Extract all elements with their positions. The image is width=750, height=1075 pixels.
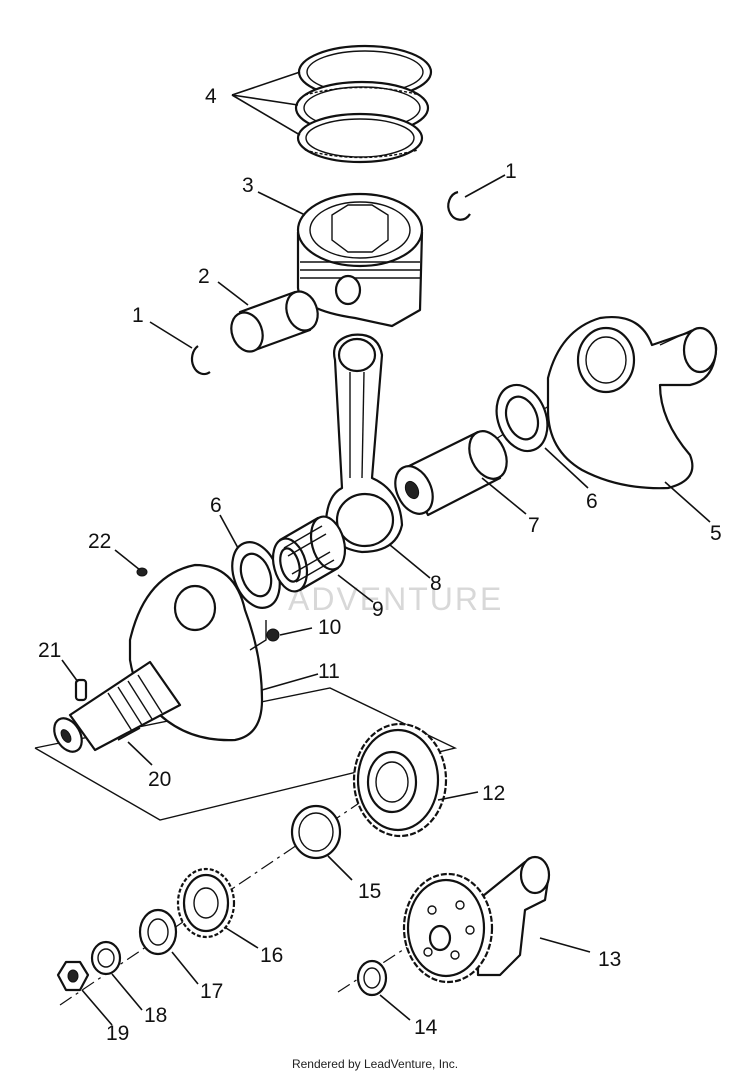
crank-half-left xyxy=(53,563,264,753)
callout-11: 11 xyxy=(318,660,340,683)
camshaft-gear xyxy=(402,855,551,984)
piston xyxy=(296,192,424,328)
check-ball xyxy=(266,628,280,642)
callout-3: 3 xyxy=(242,174,254,197)
callout-18: 18 xyxy=(144,1004,167,1027)
callout-14: 14 xyxy=(414,1016,438,1039)
callout-22: 22 xyxy=(88,530,111,553)
callout-labels: 4 1 3 2 1 5 6 7 6 22 8 9 10 21 11 20 12 … xyxy=(38,85,722,1045)
callout-9: 9 xyxy=(372,598,384,621)
ball-guide xyxy=(249,620,267,651)
watermark-text: ADVENTURE xyxy=(288,581,503,617)
callout-2: 2 xyxy=(198,265,210,288)
callout-15: 15 xyxy=(358,880,381,903)
callout-12: 12 xyxy=(482,782,505,805)
callout-7: 7 xyxy=(528,514,540,537)
needle-bearing xyxy=(271,515,347,593)
callout-10: 10 xyxy=(318,616,341,639)
castle-nut xyxy=(138,908,178,956)
callout-19: 19 xyxy=(106,1022,129,1045)
crank-dowel-pin xyxy=(117,727,141,741)
callout-1-left: 1 xyxy=(132,304,144,327)
callout-1-top: 1 xyxy=(505,160,517,183)
washer-15 xyxy=(290,804,342,860)
callout-20: 20 xyxy=(148,768,171,791)
washer-14 xyxy=(356,959,388,997)
crank-pin xyxy=(394,430,508,517)
callout-13: 13 xyxy=(598,948,621,971)
piston-rings xyxy=(294,44,433,164)
callout-8: 8 xyxy=(430,572,442,595)
thrust-washer-left xyxy=(231,541,281,609)
timing-sprocket xyxy=(176,867,236,939)
crank-half-right xyxy=(546,316,718,490)
circlip-left xyxy=(190,345,211,376)
circlip-right xyxy=(447,190,471,221)
hex-nut xyxy=(56,960,90,992)
piston-pin xyxy=(230,290,319,353)
footer-credit: Rendered by LeadVenture, Inc. xyxy=(292,1057,458,1071)
callout-6-left: 6 xyxy=(210,494,222,517)
woodruff-key xyxy=(74,678,88,702)
washer-18 xyxy=(90,940,122,976)
callout-6-right: 6 xyxy=(586,490,598,513)
connecting-rod xyxy=(324,333,404,554)
leader-lines xyxy=(61,71,711,1026)
callout-4: 4 xyxy=(205,85,217,108)
callout-5: 5 xyxy=(710,522,722,545)
thrust-washer-right xyxy=(495,383,549,453)
drive-gear xyxy=(352,722,448,838)
callout-17: 17 xyxy=(200,980,223,1003)
callout-21: 21 xyxy=(38,639,61,662)
callout-16: 16 xyxy=(260,944,283,967)
